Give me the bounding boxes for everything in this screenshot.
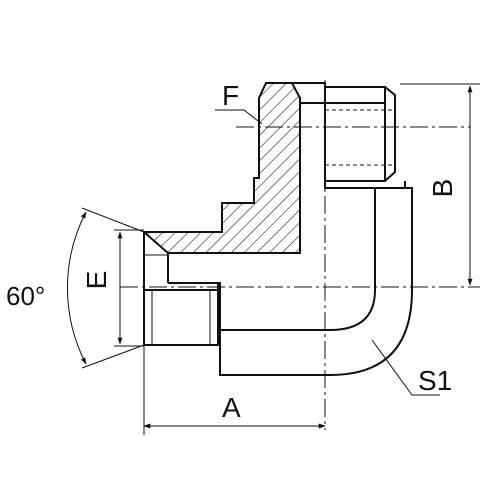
left-threaded-end — [143, 232, 219, 346]
label-s1: S1 — [418, 365, 452, 396]
label-e: E — [81, 271, 112, 290]
dimension-a — [143, 345, 326, 435]
top-threaded-end — [292, 82, 396, 182]
label-a: A — [222, 392, 241, 423]
dimension-e — [114, 229, 144, 347]
label-angle: 60° — [6, 281, 45, 311]
center-lines — [120, 80, 470, 430]
top-thread-lines — [325, 109, 395, 166]
leader-lines — [215, 109, 440, 396]
label-f: F — [222, 80, 239, 111]
label-b: B — [427, 179, 458, 198]
dimension-b — [400, 83, 480, 288]
angle-60-dimension — [67, 207, 145, 369]
